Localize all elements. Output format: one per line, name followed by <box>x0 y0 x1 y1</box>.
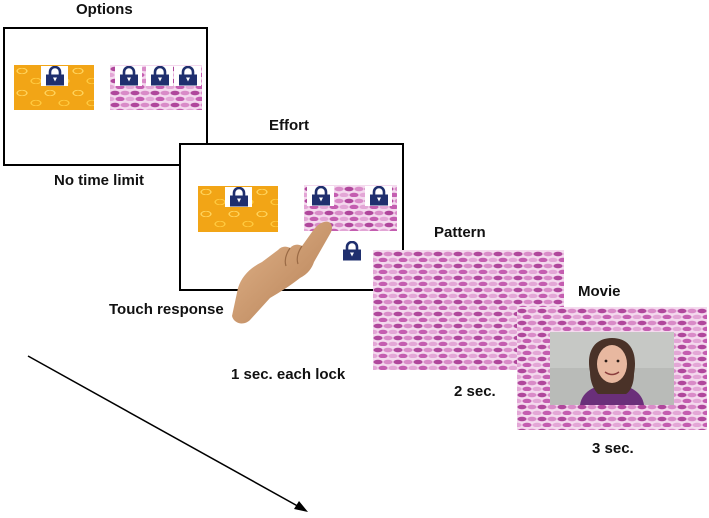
padlock-icon <box>149 66 171 86</box>
orange-pattern-option <box>198 186 278 232</box>
lock-slot <box>174 66 201 86</box>
orange-pattern-option <box>14 65 94 110</box>
options-caption: No time limit <box>54 172 145 189</box>
lock-slot <box>307 186 334 206</box>
padlock-icon <box>341 241 363 261</box>
movie-screen <box>517 307 707 430</box>
pink-pattern-option <box>110 65 202 110</box>
padlock-icon <box>368 186 390 206</box>
options-title: Options <box>76 1 133 18</box>
lock-slot <box>146 66 173 86</box>
movie-caption: 3 sec. <box>592 440 634 457</box>
pink-pattern-option <box>304 185 397 231</box>
padlock-icon <box>228 187 250 207</box>
padlock-icon <box>118 66 140 86</box>
options-screen <box>3 27 208 166</box>
pointing-hand-icon <box>232 221 332 324</box>
padlock-icon <box>44 66 66 86</box>
lock-slot <box>225 187 252 207</box>
effort-title: Effort <box>269 117 309 134</box>
lock-slot <box>115 66 142 86</box>
person-video-frame <box>550 332 674 405</box>
padlock-icon <box>177 66 199 86</box>
movie-title: Movie <box>578 283 621 300</box>
pattern-title: Pattern <box>434 224 486 241</box>
lock-slot <box>41 66 68 86</box>
pattern-caption: 2 sec. <box>454 383 496 400</box>
effort-caption: 1 sec. each lock <box>231 366 346 383</box>
padlock-icon <box>310 186 332 206</box>
lock-slot <box>365 186 392 206</box>
touch-response-label: Touch response <box>109 301 224 318</box>
